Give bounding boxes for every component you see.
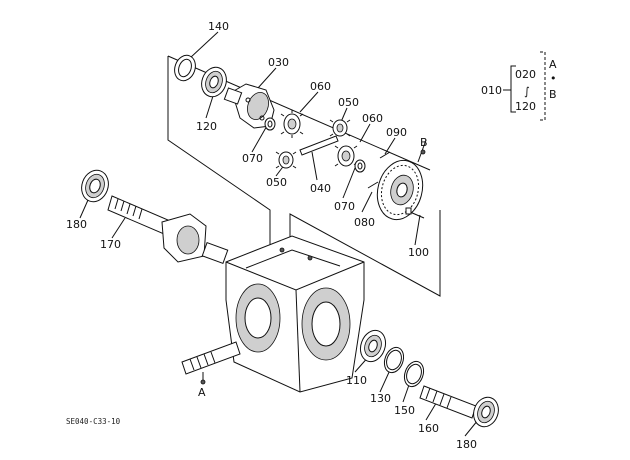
part-120-bearing [201,66,227,98]
callout-050-a: 050 [338,96,359,109]
part-070-washer-b [354,159,366,173]
part-090-pin [379,151,391,159]
legend-120: 120 [515,100,536,113]
reference-code: SE040-C33-10 [66,417,121,426]
part-060-side-gear-a [280,110,304,138]
callout-180-a: 180 [66,218,87,231]
part-130-snap-ring [383,346,405,374]
callout-060-a: 060 [310,80,331,93]
callout-b: B [420,136,428,149]
part-coupling [161,213,229,264]
callout-180-b: 180 [456,438,477,451]
part-140-oil-seal [174,54,196,82]
callout-a: A [198,386,206,399]
part-ring-gear-b [376,159,424,221]
part-160-shaft [419,385,477,419]
part-transmission-housing [225,235,365,393]
part-050-pinion-gear-a [329,119,351,137]
legend-main-010: 010 [481,84,502,97]
part-040-pinion-shaft [299,135,339,156]
callout-090: 090 [386,126,407,139]
callout-060-b: 060 [362,112,383,125]
part-180-bearing-left [81,169,109,203]
part-060-side-gear-b [334,145,358,167]
legend-bullet: • [550,72,557,85]
callout-080: 080 [354,216,375,229]
part-110-bearing [359,329,387,363]
callout-110: 110 [346,374,367,387]
callout-170: 170 [100,238,121,251]
legend-letter-b: B [549,88,557,101]
part-070-washer-a [264,117,276,131]
callout-labels: 140 030 120 060 050 060 090 070 050 040 … [66,20,477,451]
legend-tilde: ∫ [524,85,530,98]
callout-050-b: 050 [266,176,287,189]
legend-letter-a: A [549,58,557,71]
legend-020: 020 [515,68,536,81]
callout-140: 140 [208,20,229,33]
part-180-bearing-right [473,396,499,428]
callout-100: 100 [408,246,429,259]
part-170-drive-shaft [107,195,169,235]
part-030-differential-case [223,83,275,129]
callout-070-b: 070 [334,200,355,213]
part-080-bolt [367,181,379,189]
callout-120: 120 [196,120,217,133]
callout-030: 030 [268,56,289,69]
callout-040: 040 [310,182,331,195]
callout-160: 160 [418,422,439,435]
callout-150: 150 [394,404,415,417]
part-150-snap-ring [403,360,425,388]
callout-130: 130 [370,392,391,405]
part-input-shaft-a [181,341,241,375]
part-050-pinion-gear-b [275,151,297,169]
assembly-legend: 010 020 ∫ 120 A • B [481,51,557,121]
callout-070-a: 070 [242,152,263,165]
part-100-bolt [405,207,425,219]
reference-dots [200,149,426,385]
